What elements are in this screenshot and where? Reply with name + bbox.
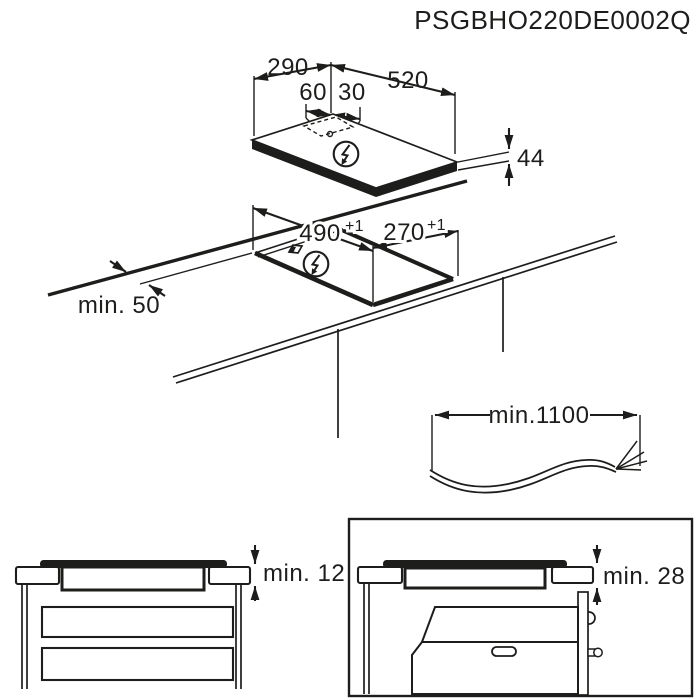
box-offset-right-label: 30 (338, 79, 366, 106)
cutout-edge-front (372, 276, 454, 308)
hob-edge-band (252, 140, 457, 197)
worktop-cutout-view: 490 +1 270 +1 min. 50 (47, 179, 618, 438)
dimension-line-290 (253, 63, 332, 81)
dimension-line-270 (372, 229, 459, 250)
thickness-line-top (457, 151, 510, 163)
cutout-width-label: 270 (383, 219, 425, 246)
cable-wire-ends (615, 440, 648, 471)
drawer-section-view: min. 12 (14, 545, 345, 689)
worktop-front-edge (172, 235, 616, 378)
cable-curve-top (429, 458, 616, 488)
power-connection-icon (332, 140, 360, 168)
oven-front-face (411, 641, 579, 695)
hob-glass-section (383, 560, 567, 568)
worktop-section-right (550, 565, 595, 585)
cutout-edge-left (254, 250, 374, 308)
cutout-width-tolerance: +1 (427, 217, 446, 234)
hob-depth-label: 520 (387, 67, 429, 94)
hob-width-label: 290 (267, 54, 309, 81)
box-offset-left-label: 60 (299, 79, 327, 106)
knob-head (593, 647, 603, 658)
hob-body-section (403, 566, 547, 590)
cable-length-label: min.1100 (489, 402, 590, 429)
power-connection-icon (302, 250, 330, 278)
thickness-line-bottom (457, 160, 510, 171)
front-clearance-label: min. 50 (78, 292, 160, 319)
worktop-section-right (207, 565, 252, 586)
hob-height-label: 44 (517, 145, 545, 172)
min50-arrow-upper (109, 260, 127, 273)
drawer-front-upper (40, 605, 235, 639)
dimension-line-490 (252, 207, 374, 252)
cutout-length-label: 490 (299, 220, 341, 247)
cable-curve-bottom (429, 464, 617, 494)
oven-top-face (420, 606, 579, 643)
hob-isometric-view: 290 520 60 30 44 (249, 54, 545, 197)
oven-clearance-label: min. 28 (603, 563, 685, 590)
hob-body-section (60, 565, 206, 592)
cutout-projection-line (139, 252, 253, 285)
min50-arrow-lower (148, 284, 166, 297)
cutout-length-tolerance: +1 (345, 218, 364, 235)
oven-section-view: min. 28 (347, 517, 694, 698)
junction-box-dashed (302, 116, 355, 137)
worktop-section-left (356, 565, 404, 585)
cabinet-panel (577, 591, 589, 696)
oven-handle (491, 646, 517, 657)
cable-length-view: min.1100 (429, 402, 648, 494)
worktop-section-left (14, 565, 61, 586)
dimension-line-520 (330, 63, 456, 97)
worktop-front-edge-lower (175, 241, 618, 384)
document-code: PSGBHO220DE0002Q (414, 5, 691, 35)
hob-glass-section (40, 560, 227, 568)
drawer-clearance-label: min. 12 (263, 560, 345, 587)
dimension-line-60 (305, 108, 332, 118)
drawer-front-lower (40, 646, 235, 682)
cable-gland-dot (326, 130, 334, 138)
